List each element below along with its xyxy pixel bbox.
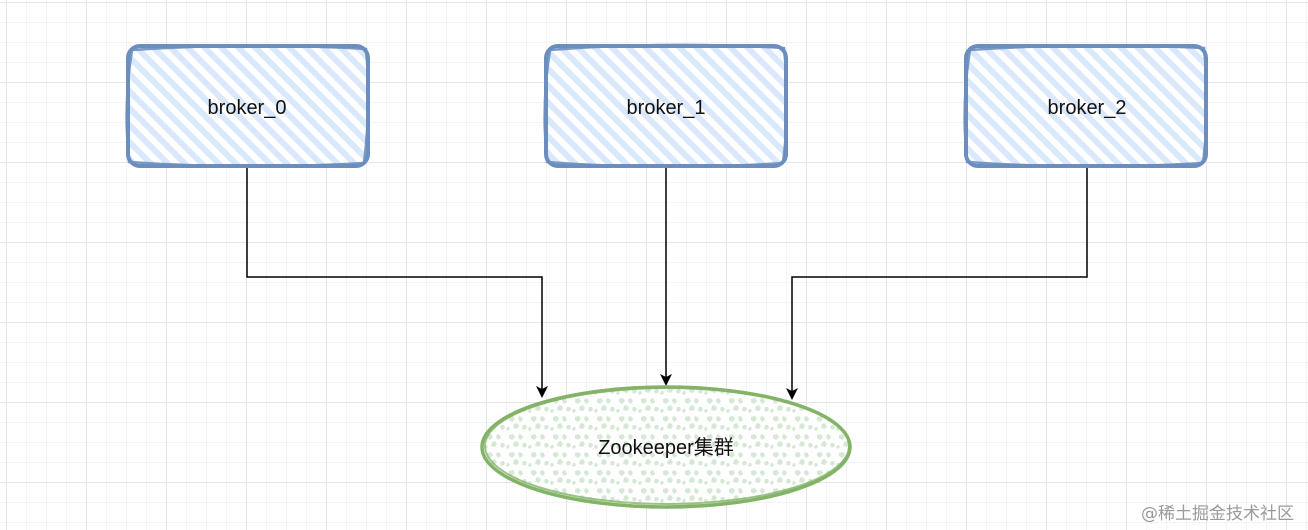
node-broker-1[interactable]: broker_1 xyxy=(543,43,789,168)
node-broker-2[interactable]: broker_2 xyxy=(963,44,1209,168)
node-label: broker_2 xyxy=(1048,97,1127,119)
edge-broker0-to-zookeeper xyxy=(246,168,548,398)
node-label: broker_0 xyxy=(208,97,287,119)
node-zookeeper-cluster[interactable]: Zookeeper集群 xyxy=(480,385,852,509)
node-label: broker_1 xyxy=(627,97,706,119)
node-broker-0[interactable]: broker_0 xyxy=(125,44,370,168)
node-label: Zookeeper集群 xyxy=(598,436,734,459)
edge-broker2-to-zookeeper xyxy=(786,168,1088,400)
watermark: @稀土掘金技术社区 xyxy=(1141,504,1294,524)
